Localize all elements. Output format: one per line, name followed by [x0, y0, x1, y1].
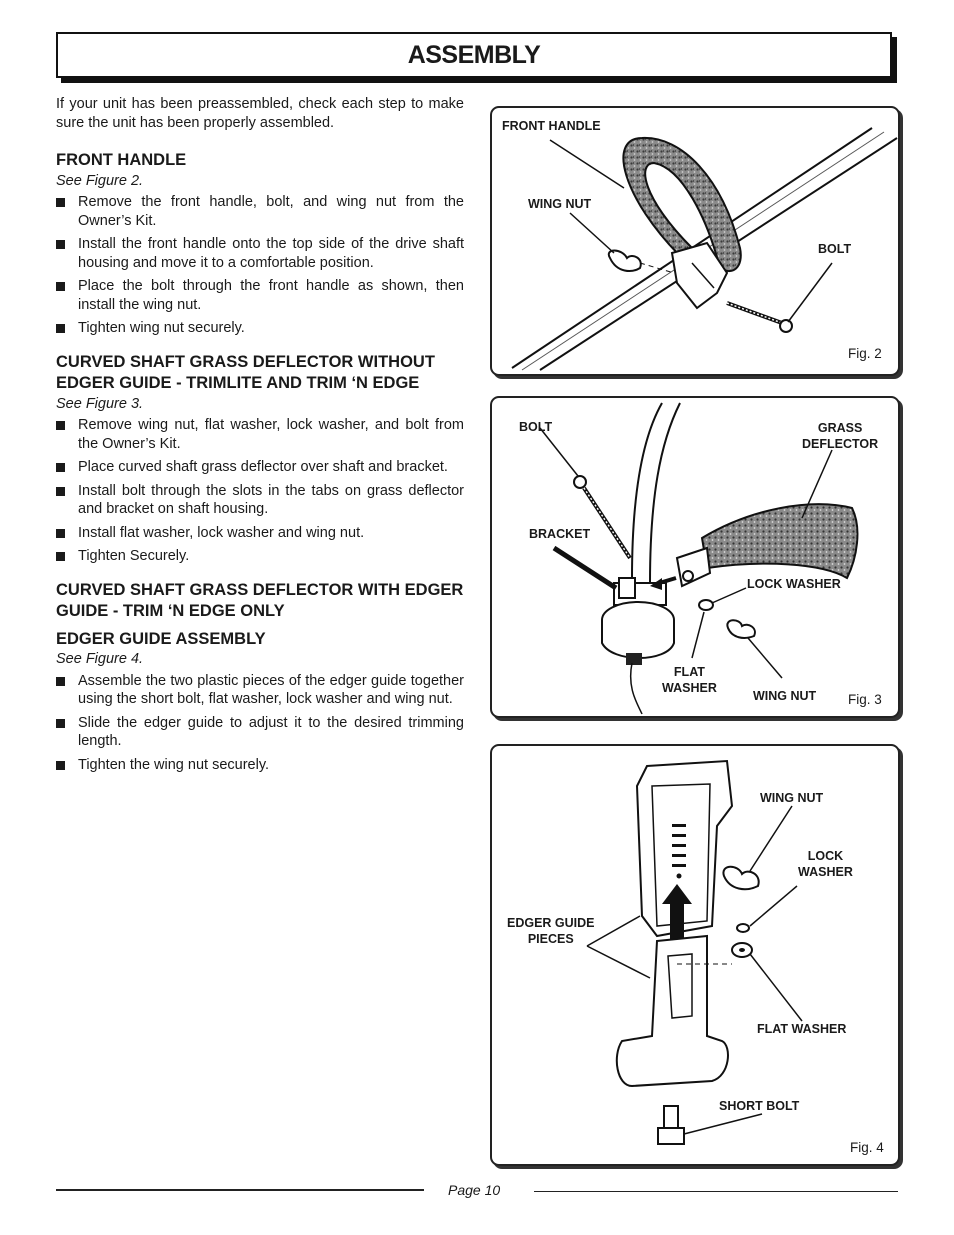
figure-4-number: Fig. 4 — [850, 1140, 884, 1155]
figure-4: WING NUT LOCK WASHER EDGER GUIDE PIECES … — [490, 744, 900, 1166]
figure-3: BOLT GRASS DEFLECTOR BRACKET LOCK WASHER… — [490, 396, 900, 718]
label-bracket: BRACKET — [529, 527, 591, 541]
grass-deflector-illustration — [539, 402, 859, 715]
list-item: Tighten wing nut securely. — [56, 319, 464, 338]
footer-rule-right — [534, 1191, 898, 1192]
front-handle-illustration — [511, 127, 898, 371]
edger-guide-steps: Assemble the two plastic pieces of the e… — [56, 672, 464, 775]
instructions-column: If your unit has been preassembled, chec… — [56, 95, 464, 788]
label-grass-deflector: GRASS DEFLECTOR — [802, 420, 878, 452]
figure-2-number: Fig. 2 — [848, 346, 882, 361]
label-lock-washer: LOCK WASHER — [747, 577, 841, 591]
label-line: WASHER — [798, 865, 853, 879]
see-figure-3: See Figure 3. — [56, 395, 144, 412]
label-line: LOCK — [807, 849, 844, 863]
label-front-handle: FRONT HANDLE — [502, 119, 601, 133]
label-short-bolt: SHORT BOLT — [719, 1099, 800, 1113]
label-line: GRASS — [817, 421, 863, 435]
section-heading-deflector-with-edger: CURVED SHAFT GRASS DEFLECTOR WITH EDGER … — [56, 580, 464, 621]
list-item: Place the bolt through the front handle … — [56, 277, 464, 314]
label-flat-washer: FLAT WASHER — [662, 664, 717, 696]
label-line: DEFLECTOR — [802, 437, 879, 451]
page-number: Page 10 — [448, 1182, 501, 1198]
label-edger-guide-pieces: EDGER GUIDE PIECES — [507, 915, 595, 947]
list-item: Tighten the wing nut securely. — [56, 756, 464, 775]
title-box: ASSEMBLY — [56, 32, 892, 78]
section-heading-deflector-without-edger: CURVED SHAFT GRASS DEFLECTOR WITHOUT EDG… — [56, 352, 435, 393]
list-item: Remove wing nut, flat washer, lock washe… — [56, 416, 464, 453]
page-title: ASSEMBLY — [407, 40, 541, 69]
edger-guide-illustration — [586, 759, 803, 1145]
section-heading-edger-guide: EDGER GUIDE ASSEMBLY — [56, 629, 266, 648]
see-figure-2: See Figure 2. — [56, 172, 144, 189]
footer-rule-left — [56, 1189, 424, 1191]
label-flat-washer: FLAT WASHER — [757, 1022, 847, 1036]
deflector-steps: Remove wing nut, flat washer, lock washe… — [56, 416, 464, 566]
label-bolt: BOLT — [818, 242, 852, 256]
section-heading-front-handle: FRONT HANDLE — [56, 151, 187, 169]
label-wing-nut: WING NUT — [528, 197, 592, 211]
label-line: WASHER — [662, 681, 717, 695]
list-item: Tighten Securely. — [56, 547, 464, 566]
label-wing-nut: WING NUT — [760, 791, 824, 805]
figure-3-number: Fig. 3 — [848, 692, 882, 707]
label-line: PIECES — [527, 932, 574, 946]
label-wing-nut: WING NUT — [753, 689, 817, 703]
list-item: Install flat washer, lock washer and win… — [56, 524, 464, 543]
label-line: EDGER GUIDE — [507, 916, 595, 930]
list-item: Install bolt through the slots in the ta… — [56, 482, 464, 519]
label-line: FLAT — [673, 665, 705, 679]
list-item: Assemble the two plastic pieces of the e… — [56, 672, 464, 709]
see-figure-4: See Figure 4. — [56, 651, 144, 667]
intro-text: If your unit has been preassembled, chec… — [56, 96, 464, 131]
list-item: Install the front handle onto the top si… — [56, 235, 464, 272]
figure-2: FRONT HANDLE WING NUT BOLT Fig. 2 — [490, 106, 900, 376]
front-handle-steps: Remove the front handle, bolt, and wing … — [56, 193, 464, 338]
label-bolt: BOLT — [519, 420, 553, 434]
list-item: Slide the edger guide to adjust it to th… — [56, 714, 464, 751]
list-item: Place curved shaft grass deflector over … — [56, 458, 464, 477]
list-item: Remove the front handle, bolt, and wing … — [56, 193, 464, 230]
label-lock-washer: LOCK WASHER — [798, 848, 853, 880]
